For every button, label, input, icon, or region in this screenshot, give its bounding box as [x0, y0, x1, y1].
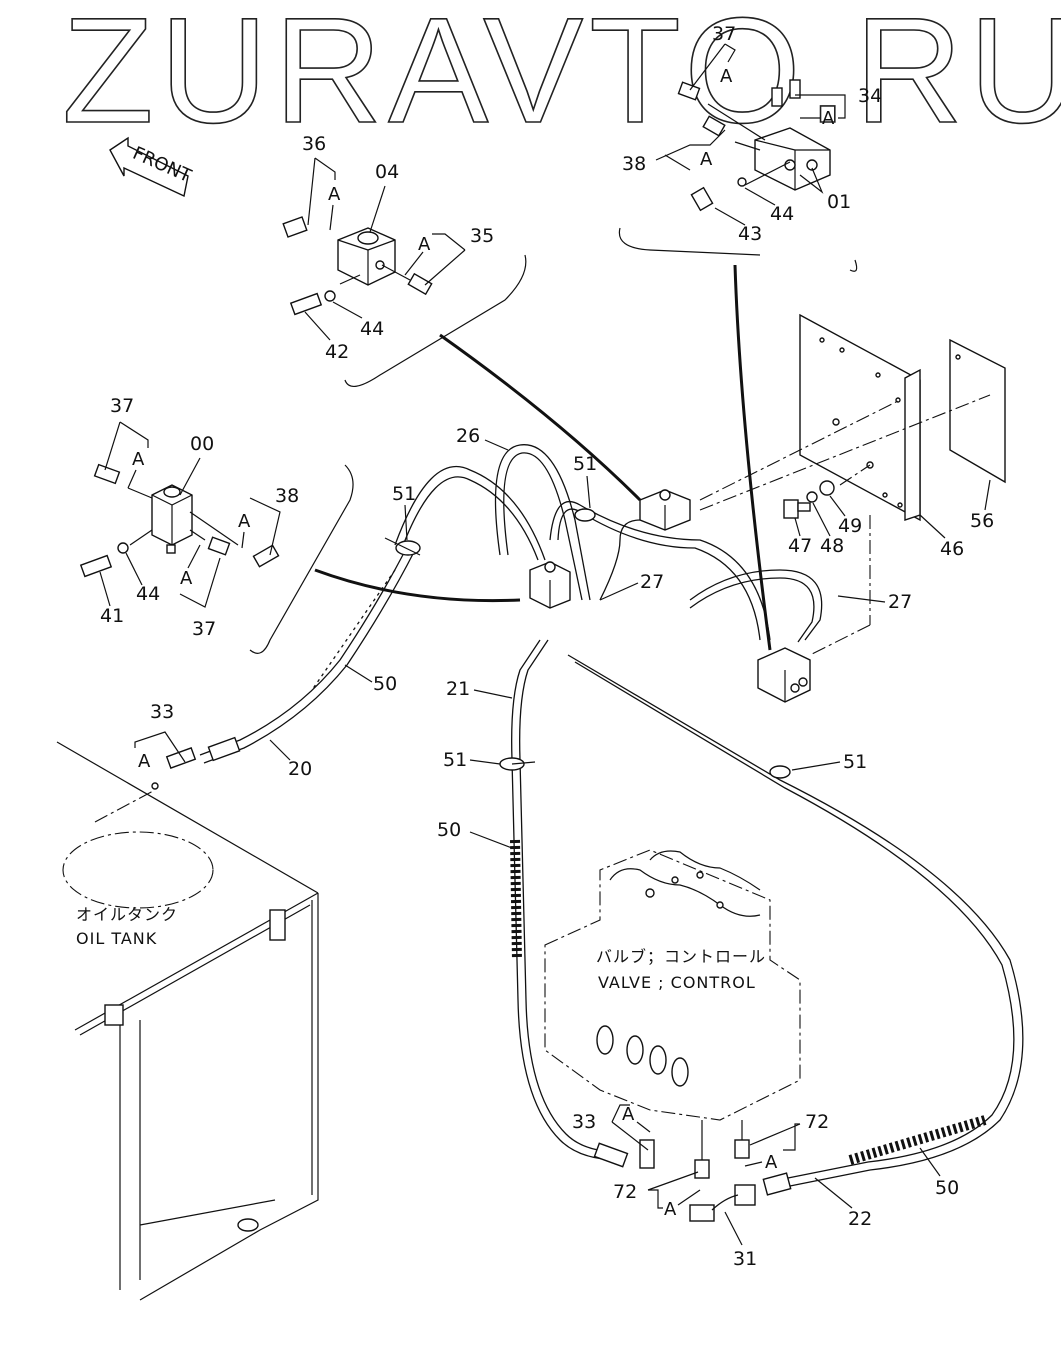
- callout-27: 27: [888, 591, 912, 613]
- callouts-valve-fittings: 33 A 72 A 72 A 31 22 50: [572, 1104, 959, 1270]
- callout-51: 51: [843, 751, 867, 773]
- callout-47: 47: [788, 535, 812, 557]
- callout-04: 04: [375, 161, 399, 183]
- callout-A: A: [664, 1199, 677, 1220]
- callout-A: A: [180, 568, 193, 589]
- callout-41: 41: [100, 605, 124, 627]
- callout-51: 51: [392, 483, 416, 505]
- spiral-guard-50-lower: [848, 1115, 987, 1165]
- hose-20: [199, 544, 409, 756]
- callout-46: 46: [940, 538, 964, 560]
- callout-37: 37: [110, 395, 134, 417]
- spiral-guard-50-upper: [311, 569, 396, 691]
- callout-26: 26: [456, 425, 480, 447]
- callouts-left: 37 A 00 38 A A 41 44 37: [99, 395, 299, 640]
- callout-A: A: [132, 449, 145, 470]
- callout-38: 38: [622, 153, 646, 175]
- bolt-47: [783, 480, 835, 519]
- control-valve-label-jp: バルブ；コントロール: [596, 947, 766, 966]
- callout-31: 31: [733, 1248, 757, 1270]
- callout-A: A: [328, 184, 341, 205]
- hose-27: [689, 569, 823, 641]
- callout-A: A: [822, 108, 835, 129]
- oil-tank-label-jp: オイルタンク: [76, 905, 178, 924]
- callouts-top-right: 37 A 34 A 38 A 01 44 43: [622, 23, 882, 245]
- spiral-guard-50-vertical: [510, 839, 522, 961]
- cover-plate-56: [949, 338, 1006, 484]
- callout-A: A: [765, 1152, 778, 1173]
- callout-43: 43: [738, 223, 762, 245]
- bracket-plate-46: [799, 313, 921, 522]
- hose-22: [567, 654, 1024, 1191]
- callout-48: 48: [820, 535, 844, 557]
- callout-51: 51: [443, 749, 467, 771]
- callout-37: 37: [192, 618, 216, 640]
- callouts-hoses: 26 51 51 27 27 50 20 33 A 21 51 51 50: [134, 425, 912, 849]
- callout-38: 38: [275, 485, 299, 507]
- valve-block-01: [677, 79, 831, 212]
- callout-A: A: [720, 66, 733, 87]
- valve-block-04: [282, 216, 433, 316]
- hose-21: [511, 639, 621, 1161]
- right-valve-block: [757, 647, 811, 703]
- detail-frame-top-right: [618, 227, 761, 256]
- mid-valve-block: [639, 489, 691, 531]
- callout-36: 36: [302, 133, 326, 155]
- fitting-33: [151, 736, 241, 790]
- callout-33: 33: [150, 701, 174, 723]
- callout-44: 44: [770, 203, 794, 225]
- callout-21: 21: [446, 678, 470, 700]
- callout-50: 50: [373, 673, 397, 695]
- callout-A: A: [622, 1104, 635, 1125]
- callout-A: A: [238, 511, 251, 532]
- watermark: ZURAVTO.RU: [62, 0, 1061, 154]
- lower-mid-valve-block: [529, 561, 571, 609]
- callout-44: 44: [136, 583, 160, 605]
- tee-fitting-31: [689, 1172, 792, 1222]
- callout-20: 20: [288, 758, 312, 780]
- callout-01: 01: [827, 191, 851, 213]
- fitting-33-valve: [593, 1139, 655, 1169]
- callouts-bracket: 47 48 49 46 56: [788, 479, 994, 656]
- callout-72: 72: [805, 1111, 829, 1133]
- callout-37: 37: [712, 23, 736, 45]
- callout-A: A: [138, 751, 151, 772]
- oil-tank-label-en: OIL TANK: [76, 929, 157, 948]
- hose-segment: [394, 465, 546, 561]
- callout-34: 34: [858, 85, 882, 107]
- hose-26: [494, 444, 591, 601]
- callout-44: 44: [360, 318, 384, 340]
- valve-block-00: [79, 463, 280, 578]
- clamp-51: [384, 508, 791, 779]
- detail-frame-left: [249, 464, 354, 654]
- callout-A: A: [700, 149, 713, 170]
- callout-33: 33: [572, 1111, 596, 1133]
- fitting-72: [694, 1120, 750, 1179]
- callout-56: 56: [970, 510, 994, 532]
- callouts-top-center: 36 A 04 A 35 44 42: [302, 133, 494, 363]
- callout-35: 35: [470, 225, 494, 247]
- callout-49: 49: [838, 515, 862, 537]
- callout-42: 42: [325, 341, 349, 363]
- callout-50: 50: [437, 819, 461, 841]
- control-valve-label-en: VALVE ; CONTROL: [598, 973, 756, 992]
- oil-tank: オイルタンク OIL TANK: [56, 741, 319, 1301]
- callout-27: 27: [640, 571, 664, 593]
- callout-A: A: [418, 234, 431, 255]
- callout-72: 72: [613, 1181, 637, 1203]
- callout-00: 00: [190, 433, 214, 455]
- control-valve: バルブ；コントロール VALVE ; CONTROL: [544, 849, 801, 1121]
- callout-50: 50: [935, 1177, 959, 1199]
- callout-51: 51: [573, 453, 597, 475]
- callout-22: 22: [848, 1208, 872, 1230]
